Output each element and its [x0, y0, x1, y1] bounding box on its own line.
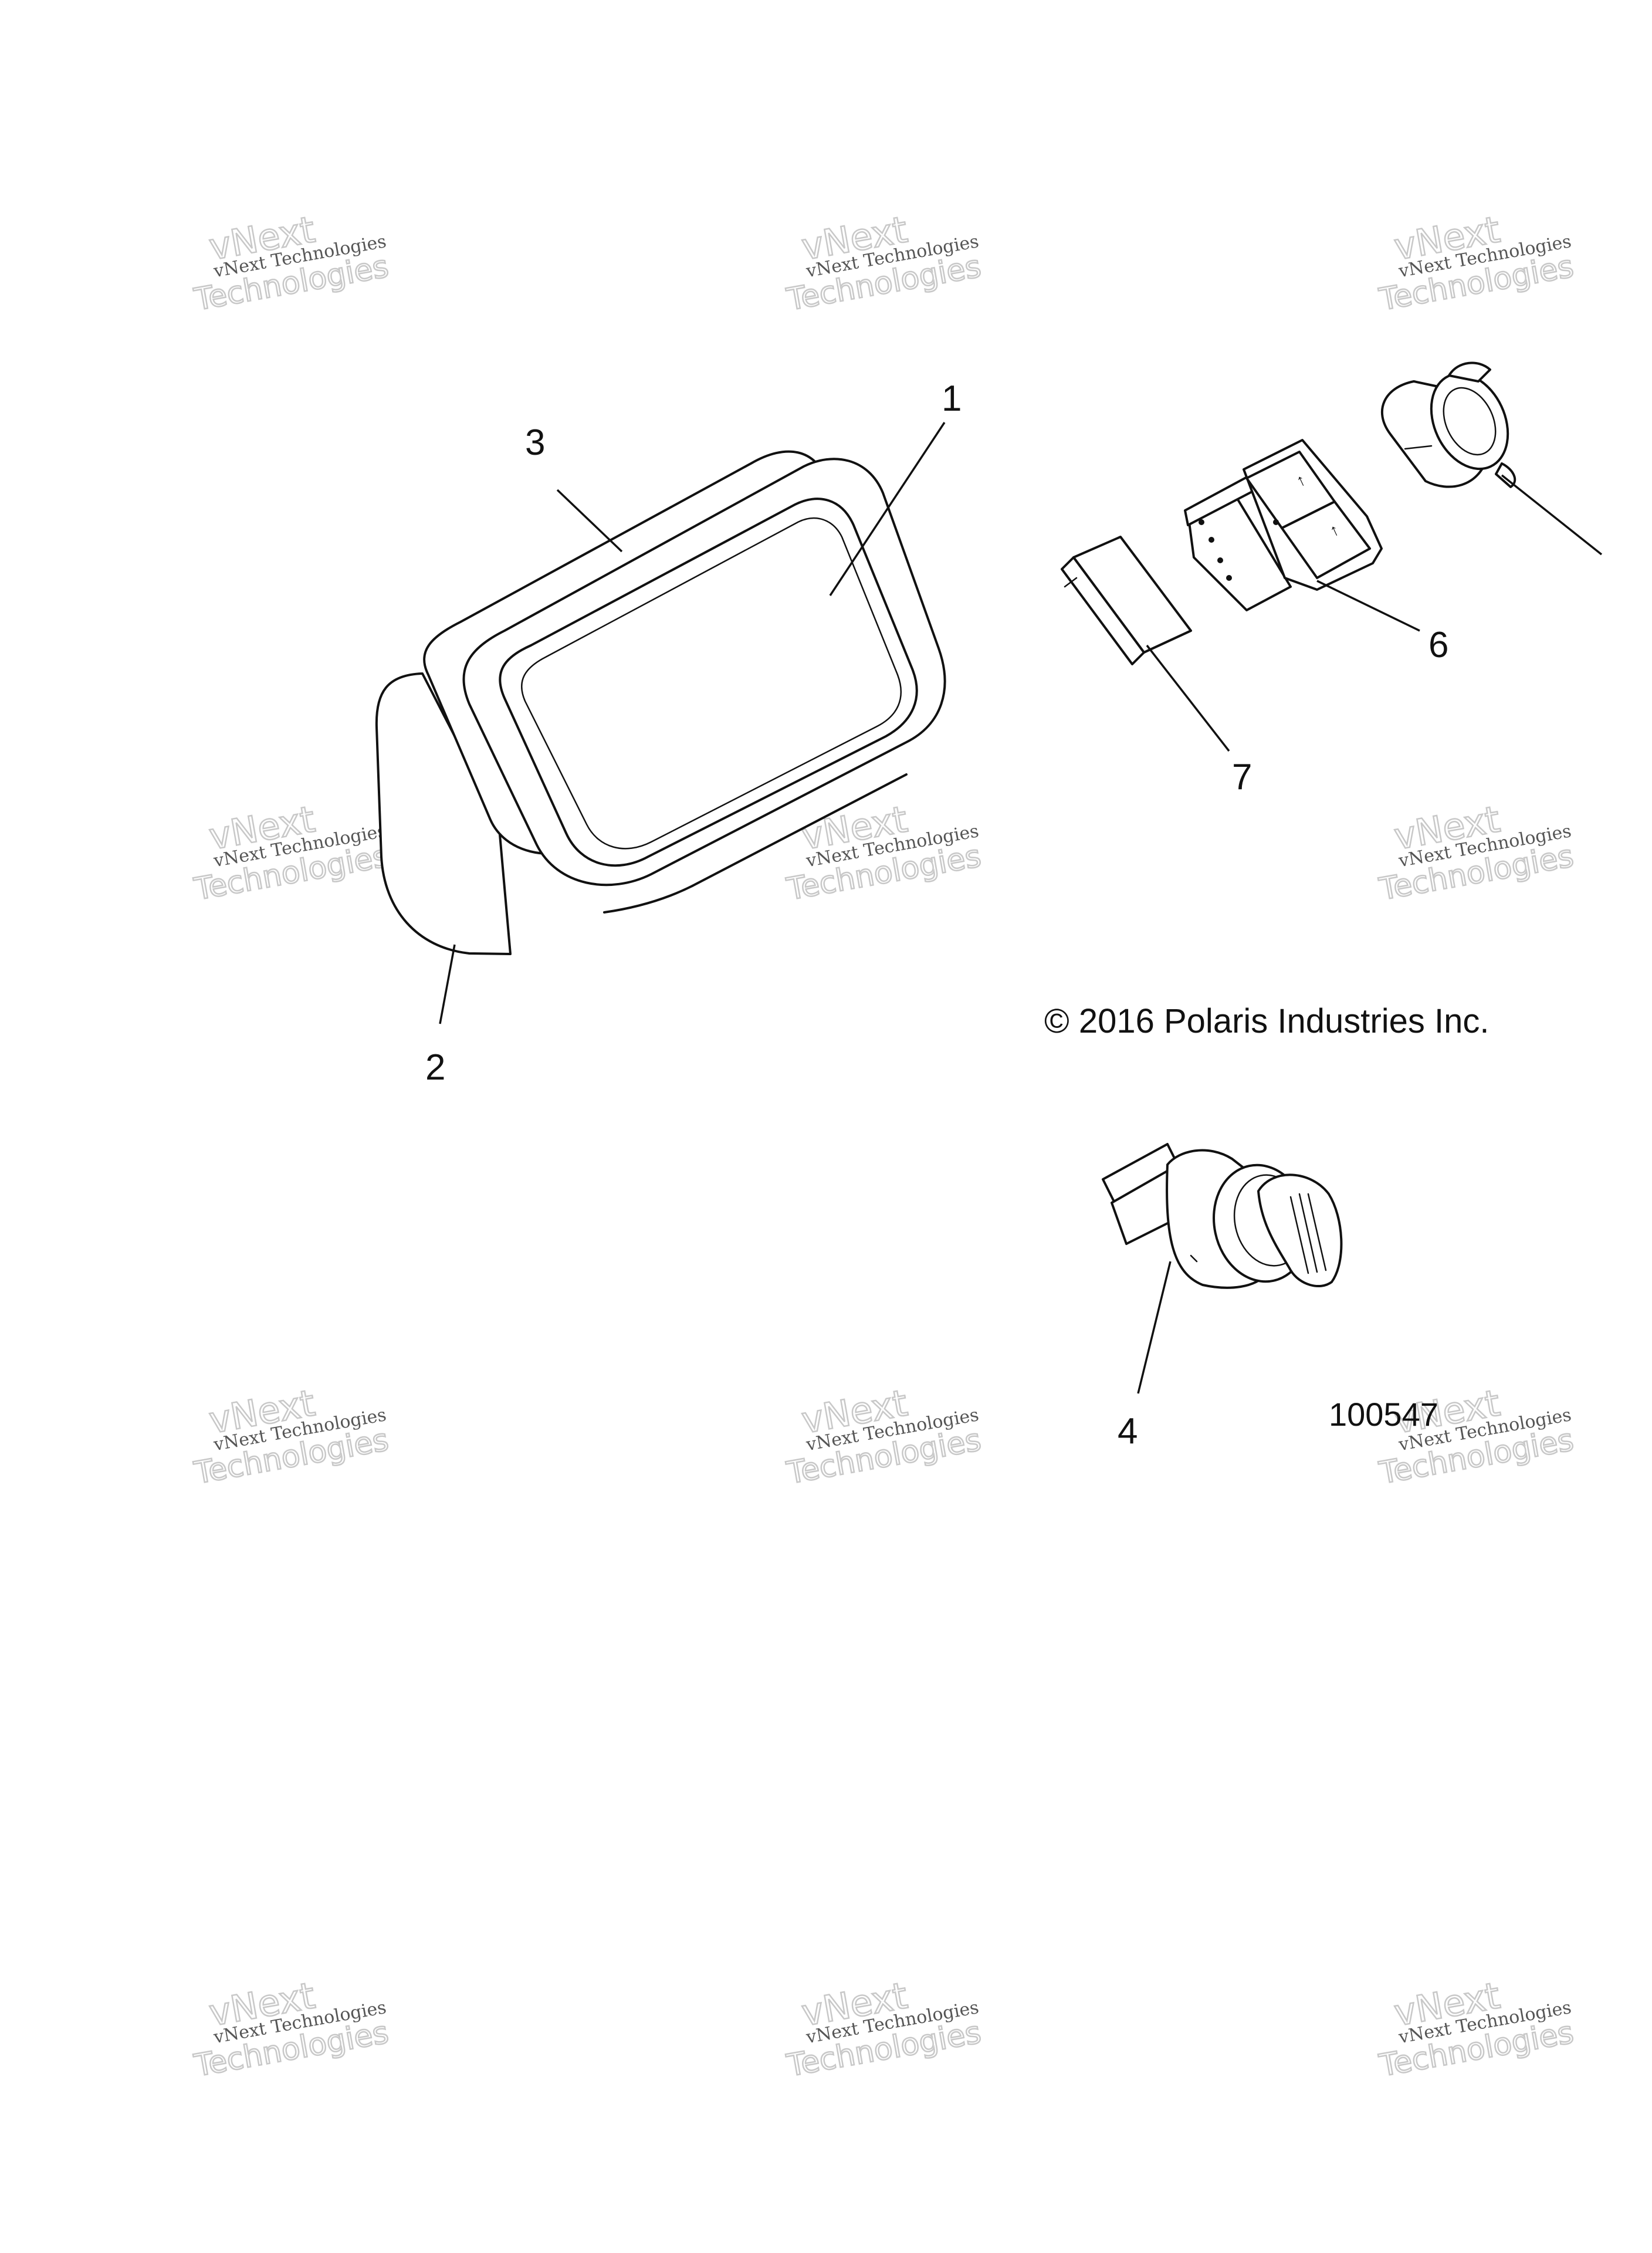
copyright-notice: © 2016 Polaris Industries Inc.: [1044, 1002, 1489, 1040]
watermark: vNext vNext Technologies Technologies: [1376, 797, 1577, 908]
watermark: vNext vNext Technologies Technologies: [191, 207, 392, 319]
leader-6: [1316, 580, 1420, 632]
leader-3: [556, 489, 623, 553]
watermark: vNext vNext Technologies Technologies: [191, 1381, 392, 1492]
power-outlet-icon: [1380, 361, 1516, 488]
watermark: vNext vNext Technologies Technologies: [783, 207, 984, 319]
watermark: vNext vNext Technologies Technologies: [783, 1381, 984, 1492]
watermark: vNext vNext Technologies Technologies: [783, 797, 984, 908]
display-bezel-icon: [423, 450, 946, 914]
label-decal-icon: [1061, 536, 1192, 665]
watermark: vNext vNext Technologies Technologies: [1376, 207, 1577, 319]
callout-6: 6: [1428, 625, 1448, 665]
display-housing-icon: [375, 672, 512, 955]
watermark: vNext vNext Technologies Technologies: [1376, 1973, 1577, 2085]
display-screen-icon: [499, 498, 918, 867]
leader-lines: [439, 422, 1603, 1394]
callout-7: 7: [1232, 757, 1252, 797]
callout-2: 2: [425, 1047, 445, 1088]
leader-2: [439, 944, 456, 1024]
leader-outlet: [1501, 474, 1603, 556]
callout-4: 4: [1118, 1411, 1138, 1452]
callout-3: 3: [525, 422, 545, 463]
watermark: vNext vNext Technologies Technologies: [191, 797, 392, 908]
watermark: vNext vNext Technologies Technologies: [191, 1973, 392, 2085]
watermark: vNext vNext Technologies Technologies: [783, 1973, 984, 2085]
callout-labels: 1 2 3 4 6 7: [425, 378, 1448, 1452]
leader-4: [1137, 1261, 1172, 1394]
leader-1: [829, 422, 946, 596]
leader-7: [1146, 644, 1230, 752]
figure-number: 100547: [1329, 1396, 1438, 1433]
ignition-switch-icon: [1102, 1143, 1343, 1289]
rocker-switch-icon: ↑ ↑: [1184, 439, 1383, 611]
callout-1: 1: [942, 378, 962, 419]
watermark-layer: vNext vNext Technologies Technologies vN…: [191, 207, 1577, 2085]
